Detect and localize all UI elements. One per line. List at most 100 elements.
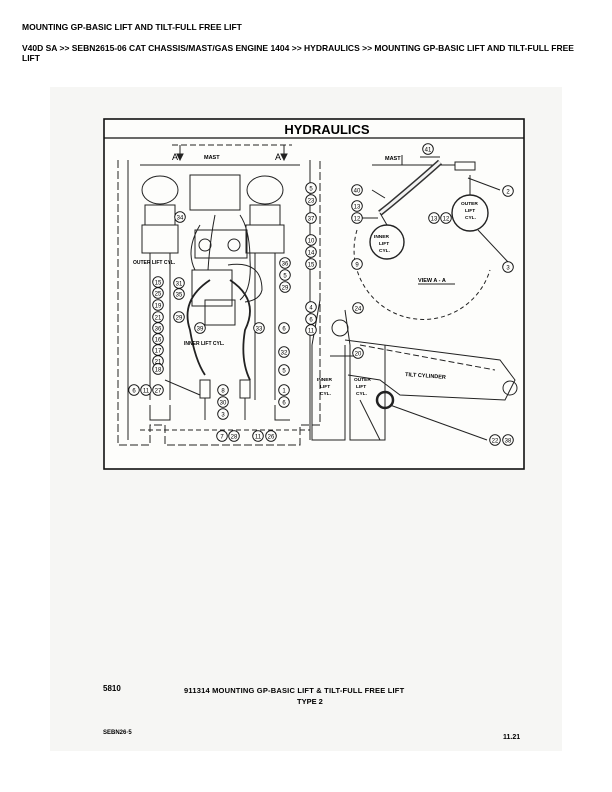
callout-circle (152, 363, 164, 375)
callout-label: 5 (283, 273, 287, 279)
callout-circle (217, 396, 229, 408)
callout-label: 3 (221, 412, 225, 418)
callout-circle (278, 322, 290, 334)
callout-label: 17 (155, 348, 162, 354)
callout-circle (265, 430, 277, 442)
figure-title: 911314 MOUNTING GP-BASIC LIFT & TILT-FUL… (184, 686, 405, 695)
callout-label: 16 (155, 337, 162, 343)
callout-label: 8 (221, 388, 225, 394)
figure-code: 5810 (103, 684, 121, 693)
callout-circle (422, 143, 434, 155)
callout-circle (252, 430, 264, 442)
callout-label: 2 (506, 189, 510, 195)
callout-circle (352, 347, 364, 359)
callout-label: 13 (354, 204, 361, 210)
callout-label: 9 (355, 262, 359, 268)
callout-label: 4 (309, 305, 313, 311)
callout-label: 18 (155, 367, 162, 373)
callout-circle (216, 430, 228, 442)
callout-circle (305, 258, 317, 270)
callout-circle (228, 430, 240, 442)
callout-label: 12 (354, 216, 361, 222)
callout-label: 35 (176, 292, 183, 298)
callout-label: 23 (308, 198, 315, 204)
callout-circle (305, 301, 317, 313)
callout-circle (217, 408, 229, 420)
callout-circle (278, 364, 290, 376)
callout-circle (305, 324, 317, 336)
page-number: 11.21 (503, 734, 521, 741)
callout-label: 39 (197, 326, 204, 332)
callout-group: 5233710141536529461134313515251921361617… (128, 143, 514, 446)
callout-label: 40 (354, 188, 361, 194)
callout-label: 6 (282, 400, 286, 406)
document-number: SEBN26·5 (103, 730, 132, 736)
callout-label: 31 (176, 281, 183, 287)
callout-circle (489, 434, 501, 446)
callout-label: 37 (308, 216, 315, 222)
callout-label: 36 (155, 326, 162, 332)
callout-circle (351, 184, 363, 196)
label-inner-lift-cyl: INNER LIFT CYL. (184, 341, 225, 347)
callout-circle (152, 299, 164, 311)
callout-circle (128, 384, 140, 396)
label-outer-lift-cyl: OUTER LIFT CYL. (133, 260, 176, 266)
callout-label: 36 (282, 261, 289, 267)
callout-label: 11 (255, 434, 262, 440)
callout-label: 24 (355, 306, 362, 312)
callout-label: 21 (155, 315, 162, 321)
callout-label: 28 (231, 434, 238, 440)
callout-label: 6 (282, 326, 286, 332)
callout-circle (305, 212, 317, 224)
callout-circle (174, 211, 186, 223)
callout-label: 6 (132, 388, 136, 394)
callout-circle (253, 322, 265, 334)
callout-label: 41 (425, 147, 432, 153)
callout-circle (173, 311, 185, 323)
callout-circle (305, 182, 317, 194)
callout-circle (278, 384, 290, 396)
callout-label: 5 (309, 186, 313, 192)
diagram-header: HYDRAULICS (284, 122, 370, 137)
callout-circle (152, 287, 164, 299)
callout-circle (173, 288, 185, 300)
callout-label: 25 (155, 291, 162, 297)
callout-circle (217, 384, 229, 396)
callout-circle (352, 302, 364, 314)
callout-label: 38 (505, 438, 512, 444)
callout-circle (152, 384, 164, 396)
callout-label: 7 (220, 434, 224, 440)
callout-circle (140, 384, 152, 396)
callout-circle (428, 212, 440, 224)
label-view-aa: VIEW A - A (418, 278, 446, 284)
callout-circle (194, 322, 206, 334)
callout-circle (502, 261, 514, 273)
callout-label: 21 (155, 359, 162, 365)
callout-circle (502, 434, 514, 446)
callout-label: 27 (155, 388, 162, 394)
callout-circle (305, 234, 317, 246)
callout-label: 13 (431, 216, 438, 222)
callout-label: 11 (308, 328, 315, 334)
label-tilt-cylinder: TILT CYLINDER (405, 372, 446, 381)
callout-circle (502, 185, 514, 197)
callout-circle (279, 257, 291, 269)
callout-label: 19 (155, 303, 162, 309)
callout-label: 20 (355, 351, 362, 357)
callout-circle (279, 281, 291, 293)
callout-label: 5 (282, 368, 286, 374)
callout-circle (278, 346, 290, 358)
callout-circle (278, 396, 290, 408)
label-mast-view: MAST (385, 156, 401, 162)
callout-label: 6 (309, 317, 313, 323)
callout-circle (351, 200, 363, 212)
callout-circle (440, 212, 452, 224)
label-section-a-right: A (275, 152, 281, 162)
callout-label: 29 (176, 315, 183, 321)
callout-label: 33 (256, 326, 263, 332)
callout-label: 32 (281, 350, 288, 356)
